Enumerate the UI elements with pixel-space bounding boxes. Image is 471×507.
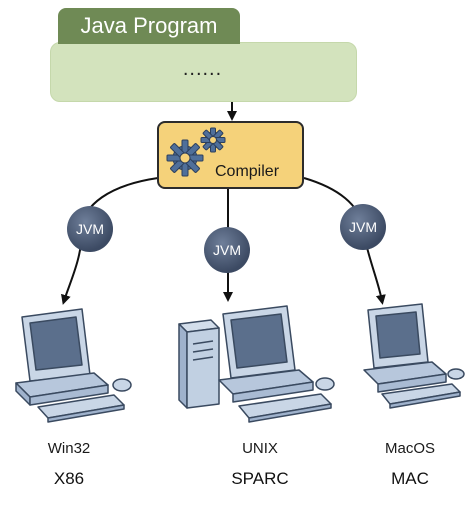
jvm-badge-win32: JVM [67, 206, 113, 252]
desktop-computer-icon [363, 303, 465, 409]
desktop-computer-icon [15, 308, 132, 423]
workstation-computer-icon [178, 305, 335, 423]
platform-os-label-macos: MacOS [384, 440, 435, 457]
platform-os-label-unix: UNIX [242, 440, 278, 457]
platform-arch-label-x86: X86 [53, 469, 85, 488]
java-program-box [50, 42, 357, 102]
java-program-title: Java Program [58, 8, 240, 44]
platform-os-label-win32: Win32 [47, 440, 91, 457]
platform-arch-label-sparc: SPARC [231, 469, 289, 488]
java-program-content: ...... [182, 58, 223, 80]
gears-icon [166, 127, 226, 177]
compiler-label: Compiler [215, 163, 280, 180]
platform-arch-label-mac: MAC [391, 469, 429, 488]
jvm-badge-unix: JVM [204, 227, 250, 273]
jvm-badge-macos: JVM [340, 204, 386, 250]
